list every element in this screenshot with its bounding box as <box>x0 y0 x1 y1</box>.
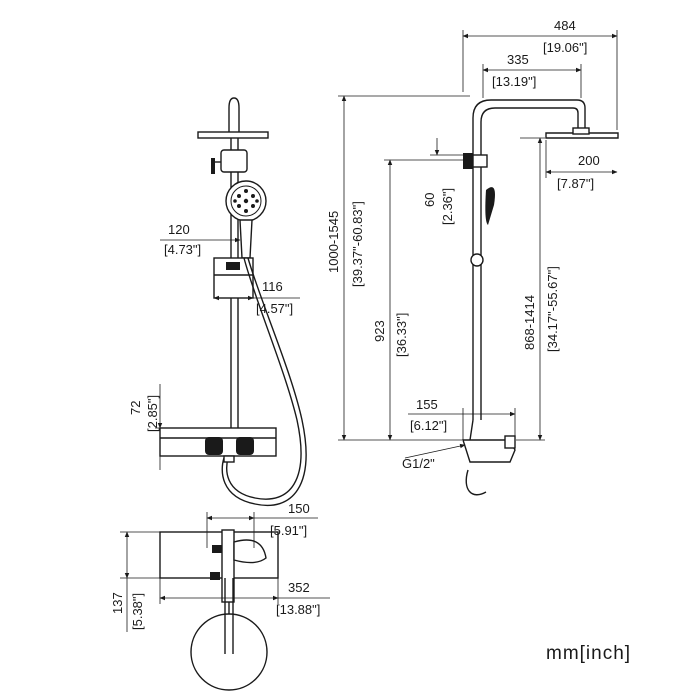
dim-72-mm: 72 <box>128 401 143 415</box>
side-bracket-clamp <box>472 154 488 168</box>
temperature-knob-icon <box>205 437 223 455</box>
hand-shower-nozzles <box>233 189 259 213</box>
head-shower-joint <box>572 127 590 135</box>
dim-484-mm: 484 <box>554 18 576 33</box>
top-shower-outlet <box>233 539 267 564</box>
riser-with-arm-outer <box>472 99 586 420</box>
wall-bracket <box>220 149 248 173</box>
dim-137-mm: 137 <box>110 592 125 614</box>
dim-72-inch: [2.85"] <box>145 395 160 432</box>
top-riser-section <box>221 529 235 603</box>
inlet-thread-label: G1/2" <box>402 456 435 471</box>
dim-60-inch: [2.36"] <box>440 188 455 225</box>
valve-outlet <box>504 435 516 449</box>
slide-knob <box>470 253 484 267</box>
valve-body-side <box>462 439 516 463</box>
dim-200-inch: [7.87"] <box>557 176 594 191</box>
side-view: 484 [19.06"] 335 [13.19"] 200 [7.87"] 60… <box>326 18 619 496</box>
units-label: mm[inch] <box>546 643 631 664</box>
shower-hose-inner <box>221 257 307 506</box>
dim-60-mm: 60 <box>422 193 437 207</box>
head-shower-front <box>197 131 269 139</box>
dim-155-mm: 155 <box>416 397 438 412</box>
dim-352-inch: [13.88"] <box>276 602 320 617</box>
head-shower-top <box>190 613 268 691</box>
dim-1000-1545-mm: 1000-1545 <box>326 211 341 273</box>
riser-top-crook <box>228 97 240 135</box>
dim-137-inch: [5.38"] <box>130 593 145 630</box>
shower-hose-outer <box>226 257 302 500</box>
side-connector <box>469 419 474 441</box>
dim-923-inch: [36.33"] <box>394 313 409 357</box>
bracket-knob <box>211 158 215 174</box>
hand-shower-face <box>230 185 262 217</box>
dim-120-inch: [4.73"] <box>164 242 201 257</box>
top-inlet-right <box>210 572 220 580</box>
dim-335-mm: 335 <box>507 52 529 67</box>
g12-leader <box>404 443 466 459</box>
flow-knob-icon <box>236 437 254 455</box>
side-wall-bracket <box>463 153 473 169</box>
side-hose-loop <box>465 469 487 496</box>
dim-200-mm: 200 <box>578 153 600 168</box>
dim-150-mm: 150 <box>288 501 310 516</box>
dim-1000-1545-inch: [39.37"-60.83"] <box>350 201 365 287</box>
front-view: 120 [4.73"] 116 [4.57"] 72 [2.85"] <box>128 97 307 506</box>
dim-120-mm: 120 <box>168 222 190 237</box>
dim-352-mm: 352 <box>288 580 310 595</box>
dim-116-mm: 116 <box>262 279 283 294</box>
dim-150-inch: [5.91"] <box>270 523 307 538</box>
head-shower-side <box>545 132 619 139</box>
dim-116-inch: [4.57"] <box>256 301 293 316</box>
dim-868-1414-mm: 868-1414 <box>522 295 537 350</box>
dim-155-inch: [6.12"] <box>410 418 447 433</box>
dim-868-1414-inch: [34.17"-55.67"] <box>545 266 560 352</box>
dim-335-inch: [13.19"] <box>492 74 536 89</box>
hand-shower-handle <box>239 219 253 259</box>
dim-923-mm: 923 <box>372 320 387 342</box>
top-view: 150 [5.91"] 352 [13.88"] 137 [5.38"] <box>110 501 330 691</box>
riser-with-arm-inner <box>480 107 579 420</box>
top-inlet-left <box>212 545 222 553</box>
slide-holder-clip <box>226 262 240 270</box>
dim-484-inch: [19.06"] <box>543 40 587 55</box>
outlet-nut <box>223 455 235 463</box>
hand-shower-side <box>485 187 495 225</box>
